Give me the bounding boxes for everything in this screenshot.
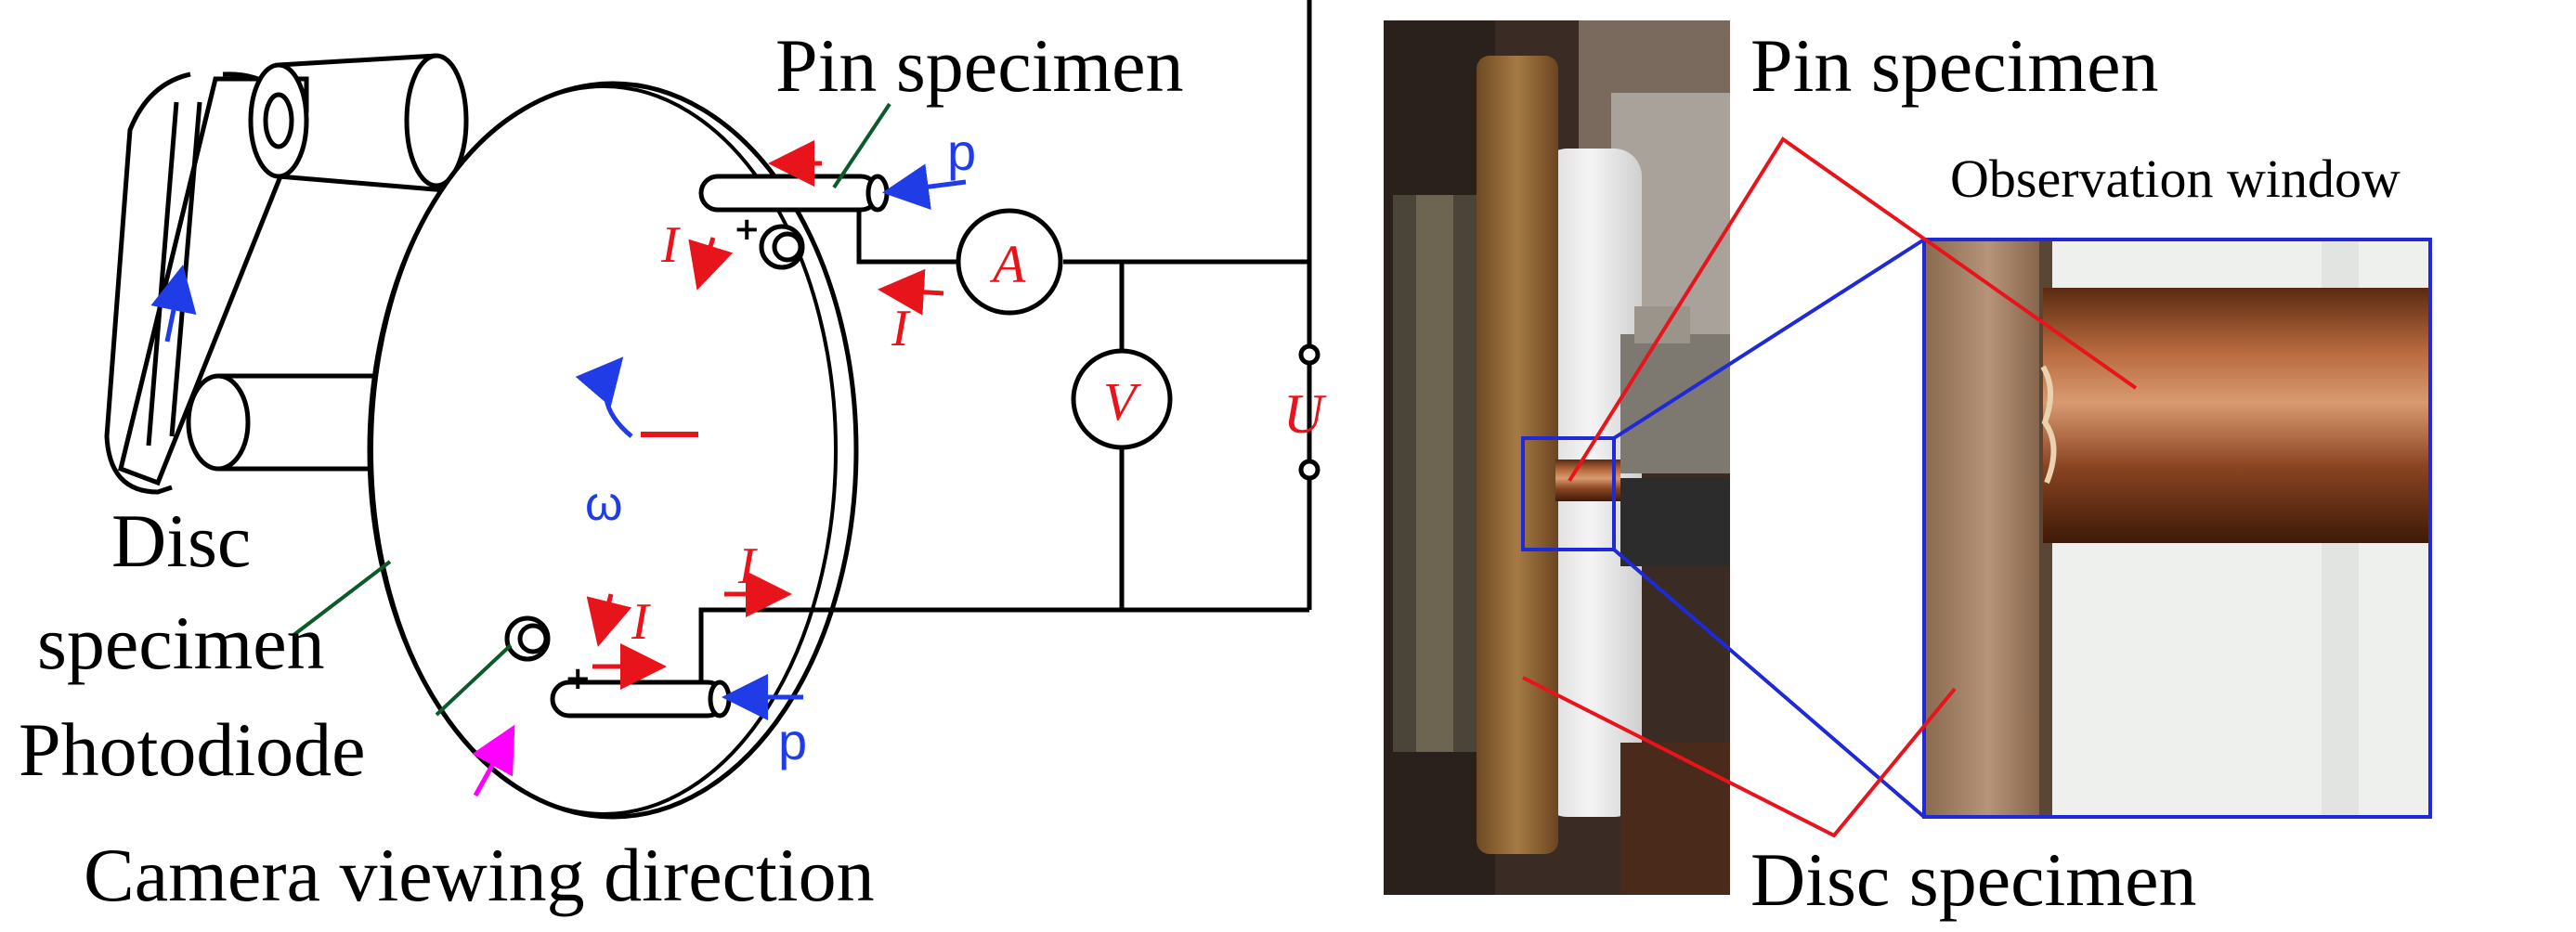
voltage-source-terminals bbox=[1298, 343, 1321, 481]
photodiode-top: + bbox=[734, 211, 805, 270]
force-arrow-top bbox=[882, 163, 967, 211]
camera-direction-arrow bbox=[472, 724, 515, 797]
voltmeter bbox=[1071, 348, 1173, 450]
current-arrow-top-left bbox=[688, 237, 734, 291]
circuit-wiring bbox=[698, 0, 1312, 682]
label-current-1: I bbox=[660, 216, 681, 274]
label-disc-specimen-line1: Disc bbox=[111, 498, 251, 583]
label-camera-viewing-direction: Camera viewing direction bbox=[84, 833, 875, 917]
label-ammeter: A bbox=[989, 234, 1026, 294]
schematic-arrows bbox=[150, 140, 967, 797]
label-disc-specimen-line2: specimen bbox=[37, 601, 325, 685]
rotation-arrow bbox=[575, 356, 633, 438]
ammeter bbox=[956, 208, 1063, 316]
photo-pin bbox=[1555, 460, 1620, 501]
label-current-2: I bbox=[891, 300, 911, 357]
leader-disc-specimen bbox=[291, 560, 392, 638]
drive-belt-assembly bbox=[104, 53, 469, 495]
zoom-inset bbox=[1922, 238, 2432, 819]
zoom-connector-bottom bbox=[1612, 548, 1926, 819]
disc-specimen-drawing bbox=[367, 81, 859, 820]
label-pin-specimen-schematic: Pin specimen bbox=[775, 23, 1184, 108]
label-voltage-source: U bbox=[1283, 383, 1327, 445]
leader-photodiode bbox=[435, 643, 513, 717]
belt-direction-arrow bbox=[150, 265, 197, 343]
label-current-3: I bbox=[737, 537, 758, 595]
label-pin-specimen-photo: Pin specimen bbox=[1750, 23, 2159, 108]
photodiode-bottom: + bbox=[504, 615, 592, 697]
svg-text:+: + bbox=[734, 211, 761, 248]
pin-specimen-top bbox=[698, 174, 890, 213]
label-current-4: I bbox=[631, 593, 651, 651]
observation-window-box bbox=[1521, 436, 1616, 551]
current-arrow-bottom-down bbox=[586, 593, 632, 647]
schematic-diagram: + + bbox=[104, 0, 1321, 820]
label-disc-specimen-photo: Disc specimen bbox=[1750, 837, 2196, 922]
label-force-top: p bbox=[947, 123, 976, 181]
svg-text:+: + bbox=[565, 660, 592, 697]
label-force-bottom: p bbox=[778, 712, 807, 770]
label-photodiode: Photodiode bbox=[19, 707, 366, 792]
zoom-connector-top bbox=[1612, 238, 1926, 440]
photo-panel: Pin specimen Observation window Disc spe… bbox=[1384, 20, 2432, 922]
current-arrow-return bbox=[878, 268, 944, 316]
label-omega: ω bbox=[585, 477, 623, 531]
callout-pin-specimen bbox=[1568, 136, 2138, 483]
leader-pin-specimen bbox=[832, 102, 891, 189]
label-voltmeter: V bbox=[1103, 371, 1142, 432]
callout-disc-specimen bbox=[1522, 676, 1957, 838]
photo-disc bbox=[1477, 56, 1558, 854]
label-observation-window: Observation window bbox=[1950, 149, 2400, 209]
schematic-labels: Pin specimen p p ω I I I I A V U Disc sp… bbox=[19, 23, 1327, 917]
